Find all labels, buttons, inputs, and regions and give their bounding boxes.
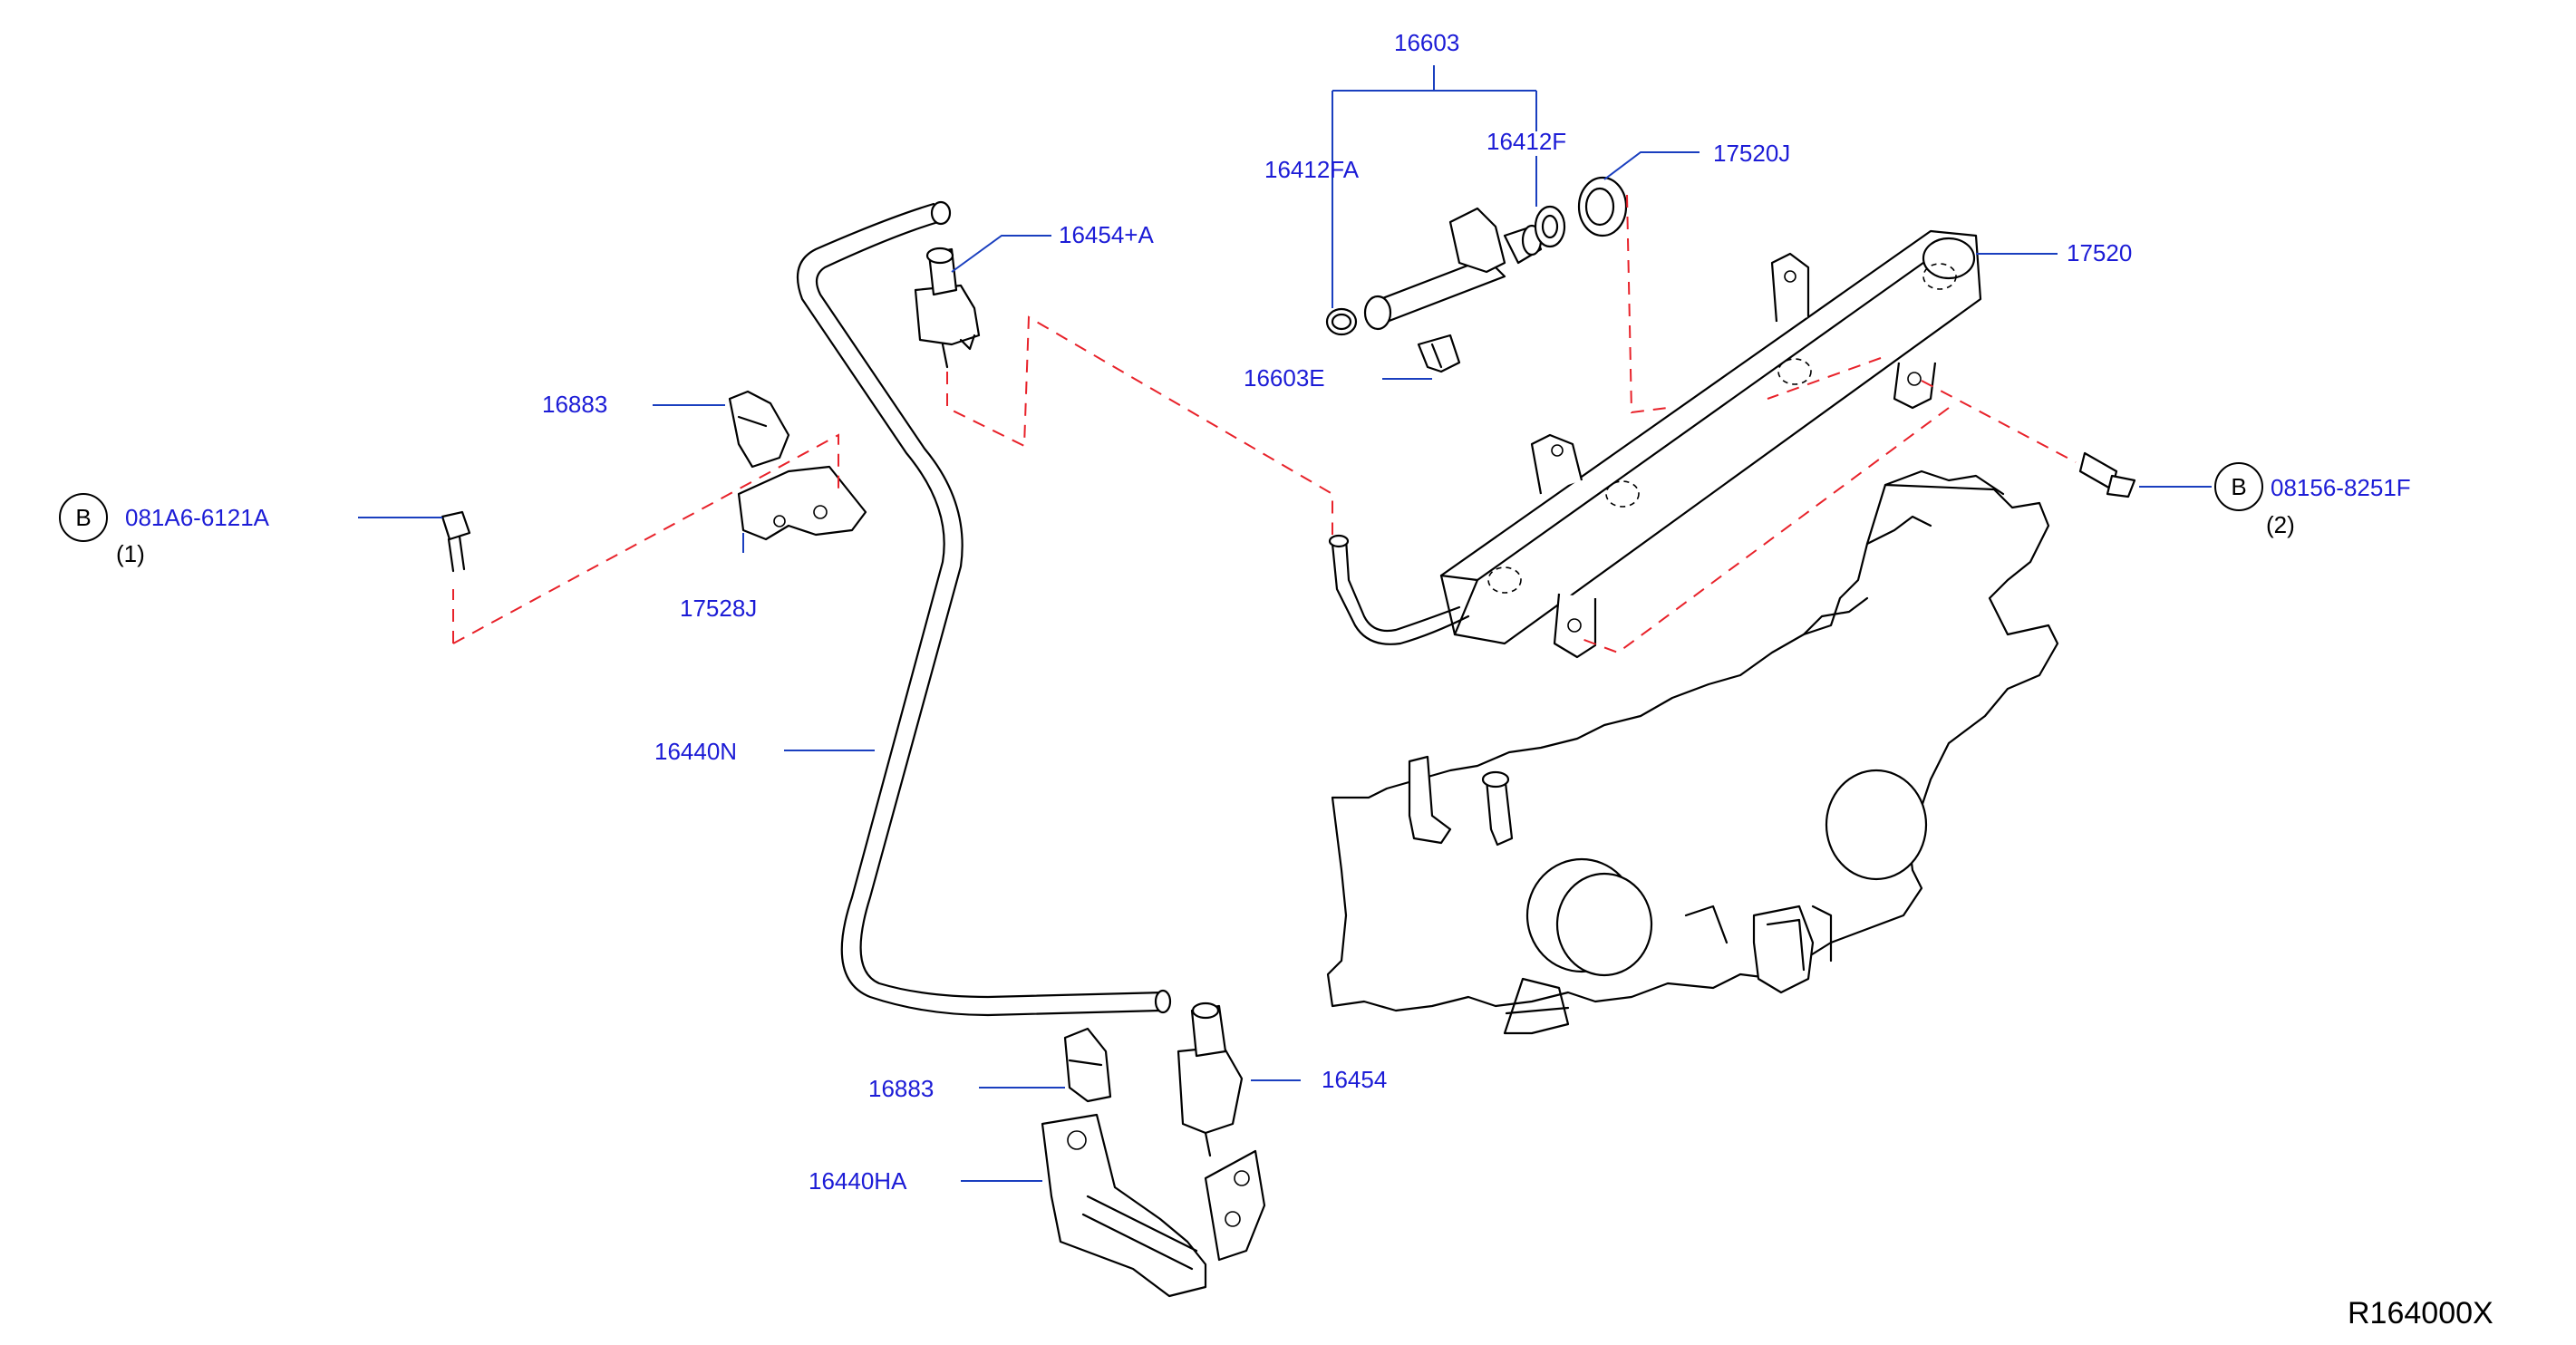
label-17528J: 17528J [680, 595, 757, 622]
fuel-rail [1328, 229, 1982, 659]
fuel-damper-top [914, 247, 981, 369]
callout-labels: 16603 16412FA 16412F 17520J 16454+A 1752… [116, 29, 2411, 1195]
label-16883-top: 16883 [542, 391, 607, 418]
bolt-right [2078, 451, 2136, 498]
label-08156-qty: (2) [2266, 511, 2295, 538]
intake-manifold [1326, 469, 2059, 1035]
label-16412FA: 16412FA [1264, 156, 1360, 183]
bolt-marker-right: B [2214, 462, 2263, 511]
label-081A6-6121A: 081A6-6121A [125, 504, 270, 531]
hose-bracket [1041, 1113, 1266, 1298]
injector-assembly [1325, 176, 1628, 373]
diagram-reference-code: R164000X [2348, 1296, 2494, 1330]
bolt-left [441, 510, 471, 573]
fuel-damper-bottom [1177, 1001, 1244, 1157]
label-081A6-qty: (1) [116, 540, 145, 567]
label-16454A: 16454+A [1059, 221, 1154, 248]
label-16603E: 16603E [1244, 364, 1325, 392]
assembly-dash-lines [452, 194, 2077, 654]
label-16603: 16603 [1394, 29, 1459, 56]
label-17520J: 17520J [1713, 140, 1790, 167]
label-16440N: 16440N [654, 738, 737, 765]
leader-lines [358, 65, 2212, 1182]
bolt-marker-left: B [59, 493, 108, 542]
label-16440HA: 16440HA [809, 1167, 907, 1195]
label-08156-8251F: 08156-8251F [2271, 474, 2411, 501]
clip-bottom [1063, 1027, 1112, 1103]
fuel-hose [796, 200, 1172, 1017]
label-16454: 16454 [1322, 1066, 1387, 1093]
label-16412F: 16412F [1487, 128, 1566, 155]
marker-letter-right: B [2231, 473, 2246, 500]
marker-letter-left: B [75, 504, 91, 531]
label-17520: 17520 [2067, 239, 2132, 266]
clip-and-bracket-top [728, 390, 867, 541]
label-16883-bottom: 16883 [868, 1075, 934, 1102]
